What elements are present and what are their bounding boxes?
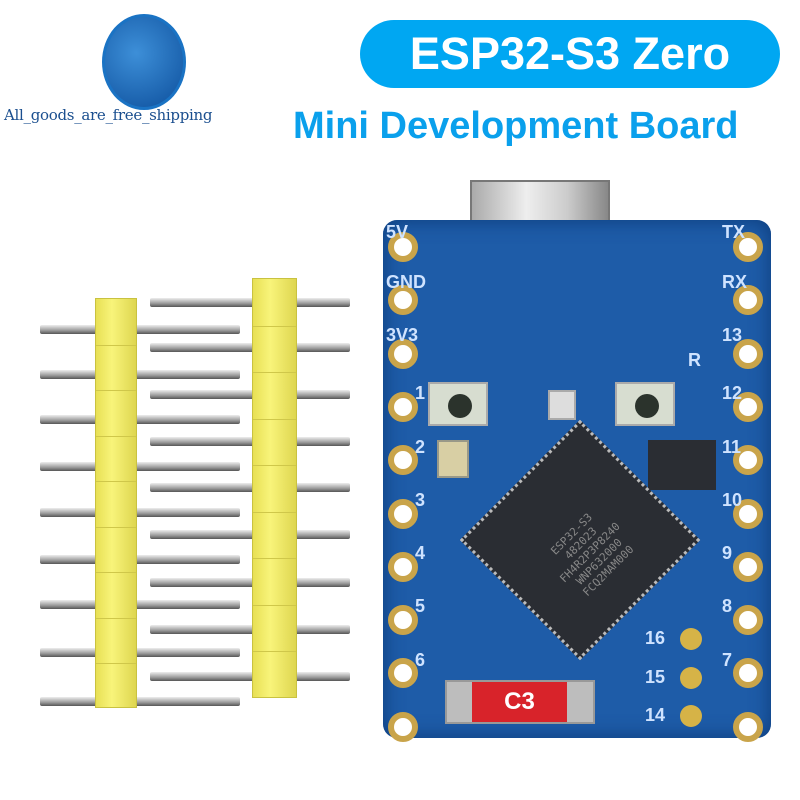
header-pin xyxy=(150,625,350,634)
housing-divider xyxy=(253,418,296,420)
pin-label-right: 11 xyxy=(722,437,742,457)
header-pin xyxy=(40,370,240,379)
housing-divider xyxy=(96,344,136,346)
pin-pad xyxy=(388,445,418,476)
boot-button xyxy=(428,382,488,426)
pin-pad xyxy=(388,711,418,742)
header-pin xyxy=(40,325,240,334)
test-pad-label: 16 xyxy=(645,628,666,648)
test-pad xyxy=(680,705,702,727)
test-pad xyxy=(680,628,702,650)
header-pin xyxy=(40,600,240,609)
pin-pad xyxy=(733,711,763,742)
test-pad xyxy=(680,667,702,689)
header-pin xyxy=(40,415,240,424)
pin-pad xyxy=(733,338,763,369)
header-pin xyxy=(150,530,350,539)
header-housing xyxy=(252,278,297,698)
test-pad-label: 15 xyxy=(645,667,666,687)
pin-pad xyxy=(388,605,418,636)
pin-pad xyxy=(388,285,418,316)
pin-pad xyxy=(388,232,418,262)
product-subtitle: Mini Development Board xyxy=(293,105,739,147)
housing-divider xyxy=(253,651,296,652)
housing-divider xyxy=(96,435,136,437)
ceramic-antenna: C3 xyxy=(445,680,595,724)
globe-logo-icon xyxy=(102,14,186,110)
housing-divider xyxy=(96,481,136,482)
pin-pad xyxy=(733,658,763,689)
header-pin xyxy=(150,390,350,399)
header-pin xyxy=(40,555,240,564)
rgb-led xyxy=(548,390,576,420)
housing-divider xyxy=(253,558,296,559)
pin-label-left: 1 xyxy=(415,383,426,403)
pin-label-left: 5V xyxy=(386,222,409,242)
header-pin xyxy=(150,578,350,587)
pin-pad xyxy=(388,391,418,422)
housing-divider xyxy=(253,372,296,373)
pin-label-right: RX xyxy=(722,272,748,292)
pin-label-right: 10 xyxy=(722,490,743,510)
header-housing xyxy=(95,298,137,708)
header-pin xyxy=(150,343,350,352)
pin-pad xyxy=(388,551,418,582)
header-pin xyxy=(150,483,350,492)
housing-divider xyxy=(253,604,296,606)
pin-label-left: 4 xyxy=(415,543,426,563)
housing-divider xyxy=(96,526,136,528)
pin-label-right: 13 xyxy=(722,325,743,345)
brand-text: All_goods_are_free_shipping xyxy=(4,106,213,124)
pin-label-left: 3 xyxy=(415,490,426,510)
test-pad-label: 14 xyxy=(645,705,666,725)
housing-divider xyxy=(96,663,136,664)
pin-label-right: 9 xyxy=(722,543,733,563)
crystal xyxy=(437,440,469,478)
header-pin xyxy=(40,508,240,517)
header-pin xyxy=(150,437,350,446)
housing-divider xyxy=(253,325,296,327)
housing-divider xyxy=(96,572,136,573)
pin-pad xyxy=(733,285,763,316)
pin-pad xyxy=(388,498,418,529)
product-title: ESP32-S3 Zero xyxy=(360,20,780,88)
pin-label-left: 2 xyxy=(415,437,426,457)
reset-button xyxy=(615,382,675,426)
pin-label-right: 12 xyxy=(722,383,743,403)
header-pin xyxy=(40,697,240,706)
reset-label: R xyxy=(688,350,701,370)
pin-label-left: GND xyxy=(386,272,426,292)
pin-pad xyxy=(388,658,418,689)
pin-pad xyxy=(733,551,763,582)
header-pin xyxy=(40,648,240,657)
housing-divider xyxy=(253,465,296,466)
pin-pad xyxy=(388,338,418,369)
header-pin xyxy=(150,298,350,307)
pin-label-right: 7 xyxy=(722,650,733,670)
pin-label-left: 3V3 xyxy=(386,325,419,345)
pin-label-right: TX xyxy=(722,222,746,242)
pin-label-left: 5 xyxy=(415,596,426,616)
housing-divider xyxy=(253,511,296,513)
regulator xyxy=(648,440,716,490)
header-pin xyxy=(40,462,240,471)
pin-label-left: 6 xyxy=(415,650,426,670)
antenna-label: C3 xyxy=(472,682,567,722)
pin-label-right: 8 xyxy=(722,596,733,616)
pin-pad xyxy=(733,445,763,476)
housing-divider xyxy=(96,617,136,619)
pin-pad xyxy=(733,391,763,422)
pin-pad xyxy=(733,605,763,636)
housing-divider xyxy=(96,390,136,391)
header-pin xyxy=(150,672,350,681)
pin-pad xyxy=(733,498,763,529)
pin-pad xyxy=(733,232,763,262)
